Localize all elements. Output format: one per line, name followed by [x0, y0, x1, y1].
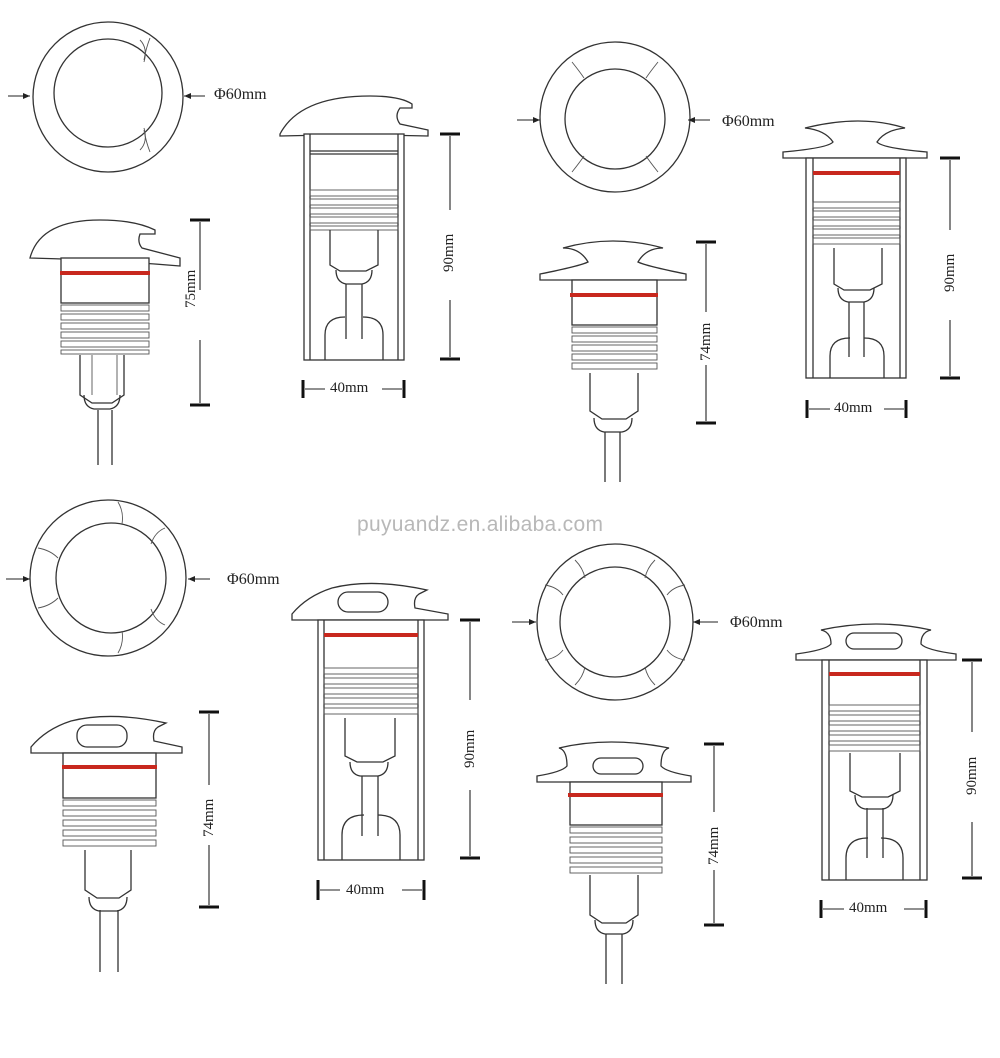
- top-view-ring: [8, 21, 205, 173]
- side-view: [536, 741, 692, 984]
- diameter-label: Φ60mm: [214, 86, 267, 103]
- section-height-dimension: [440, 132, 460, 361]
- side-view: [29, 219, 181, 465]
- side-height-label: 74mm: [698, 322, 714, 361]
- side-view: [30, 715, 183, 972]
- section-width-label: 40mm: [834, 400, 873, 416]
- variant-top-left: Φ60mm 75mm 90mm 40mm: [0, 0, 500, 490]
- section-width-dimension: [301, 380, 406, 398]
- section-width-label: 40mm: [330, 380, 369, 396]
- top-view-ring: [517, 41, 710, 193]
- height-dimension: [190, 218, 210, 407]
- diameter-label: Φ60mm: [722, 113, 775, 130]
- section-height-label: 90mm: [942, 253, 958, 292]
- section-height-label: 90mm: [964, 756, 980, 795]
- variant-bottom-left: Φ60mm 74mm 90mm 40mm: [0, 490, 500, 980]
- section-width-label: 40mm: [346, 882, 385, 898]
- section-view: [291, 582, 449, 861]
- top-view-ring: [6, 499, 210, 657]
- height-dimension: [704, 742, 724, 927]
- side-height-label: 74mm: [201, 798, 217, 837]
- section-height-dimension: [460, 618, 480, 860]
- section-height-label: 90mm: [462, 729, 478, 768]
- variant-top-right: Φ60mm 74mm 90mm 40mm: [500, 40, 1000, 490]
- top-view-ring: [512, 543, 718, 701]
- section-width-dimension: [819, 900, 928, 918]
- section-height-dimension: [962, 658, 982, 880]
- side-height-label: 74mm: [706, 826, 722, 865]
- section-width-dimension: [805, 400, 908, 418]
- height-dimension: [696, 240, 716, 425]
- section-height-label: 90mm: [441, 233, 457, 272]
- diameter-label: Φ60mm: [730, 614, 783, 631]
- watermark: puyuandz.en.alibaba.com: [357, 513, 604, 536]
- variant-bottom-right: Φ60mm 74mm 90mm 40mm: [500, 500, 1000, 1058]
- side-view: [539, 240, 687, 482]
- section-view: [279, 95, 429, 361]
- diameter-label: Φ60mm: [227, 571, 280, 588]
- side-height-label: 75mm: [183, 269, 199, 308]
- height-dimension: [199, 710, 219, 909]
- section-view: [782, 120, 928, 379]
- section-width-label: 40mm: [849, 900, 888, 916]
- section-height-dimension: [940, 156, 960, 380]
- section-view: [795, 623, 957, 881]
- section-width-dimension: [316, 880, 426, 900]
